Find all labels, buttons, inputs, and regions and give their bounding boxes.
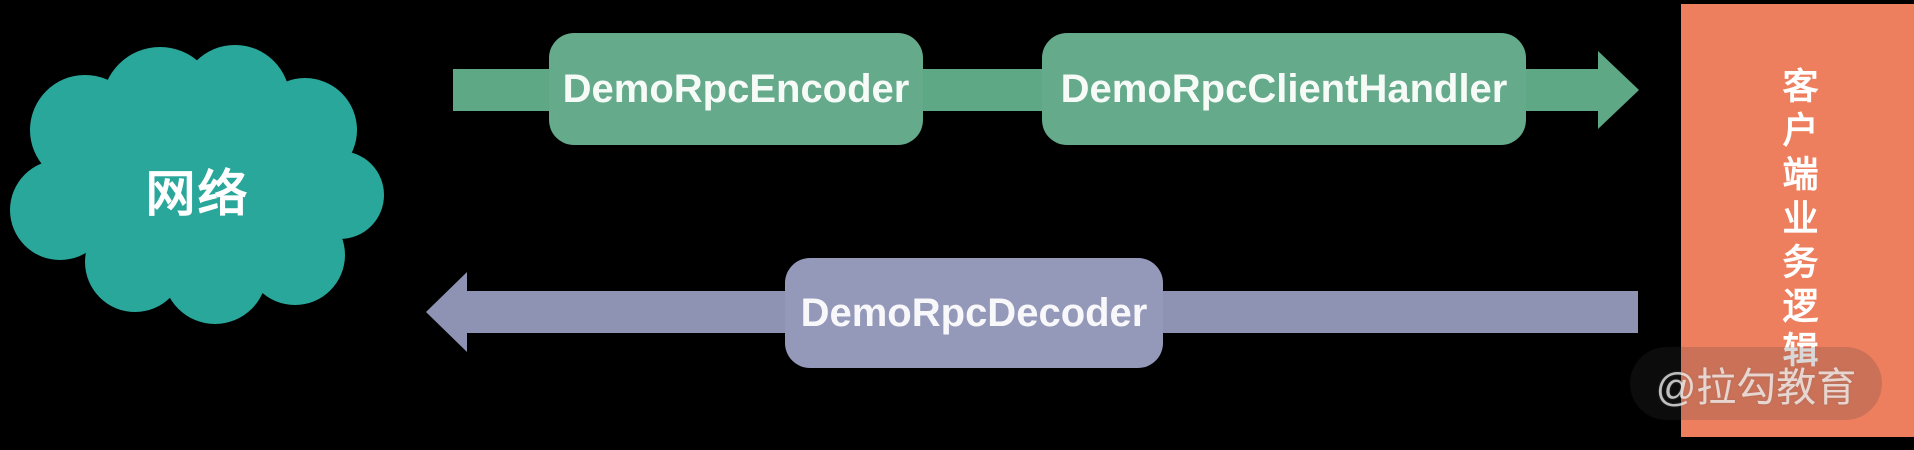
response-arrowhead-left-icon xyxy=(426,272,467,352)
decoder-node: DemoRpcDecoder xyxy=(785,258,1163,368)
network-cloud xyxy=(5,45,390,335)
cloud-shape xyxy=(10,45,384,324)
request-arrowhead-right-icon xyxy=(1598,51,1639,129)
client-logic-panel-label: 客户端业务逻辑 xyxy=(1777,66,1819,375)
cloud-icon xyxy=(10,45,384,324)
network-cloud-label: 网络 xyxy=(145,166,250,222)
watermark-label: @拉勾教育 xyxy=(1655,365,1857,410)
client-logic-panel: 客户端业务逻辑 xyxy=(1681,4,1914,437)
watermark-badge: @拉勾教育 xyxy=(1630,347,1882,420)
decoder-node-label: DemoRpcDecoder xyxy=(800,290,1148,335)
client-handler-node: DemoRpcClientHandler xyxy=(1042,33,1526,145)
client-handler-node-label: DemoRpcClientHandler xyxy=(1060,66,1508,111)
encoder-node-label: DemoRpcEncoder xyxy=(562,66,910,111)
encoder-node: DemoRpcEncoder xyxy=(549,33,923,145)
